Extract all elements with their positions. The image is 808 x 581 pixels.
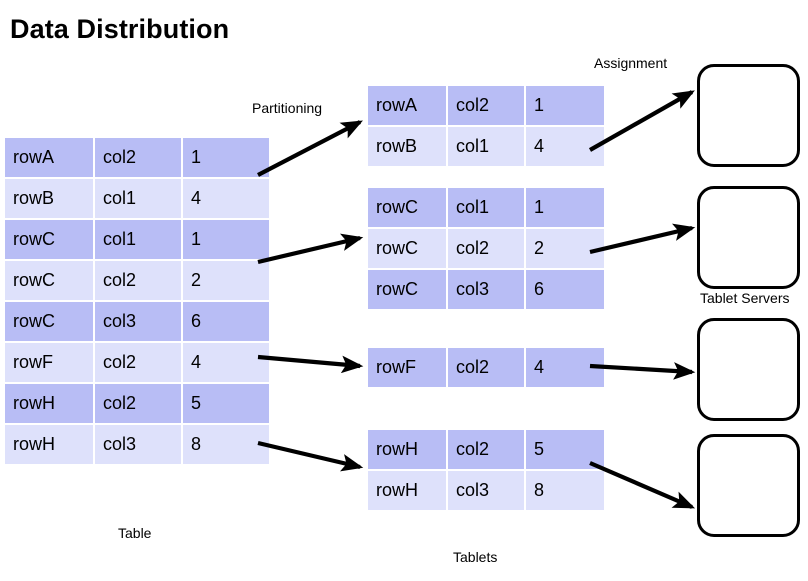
tablet-server-3: [697, 434, 800, 537]
table-row: rowB col1 4: [5, 179, 269, 218]
cell-row-key: rowC: [368, 270, 446, 309]
cell-column: col2: [95, 138, 181, 177]
cell-column: col2: [448, 348, 524, 387]
cell-column: col1: [95, 220, 181, 259]
cell-row-key: rowH: [5, 384, 93, 423]
cell-row-key: rowC: [368, 188, 446, 227]
table-row: rowF col2 4: [5, 343, 269, 382]
cell-value: 1: [526, 188, 604, 227]
cell-column: col3: [448, 270, 524, 309]
cell-value: 6: [526, 270, 604, 309]
cell-column: col3: [448, 471, 524, 510]
cell-column: col2: [448, 229, 524, 268]
table-row: rowA col2 1: [5, 138, 269, 177]
tablet-server-1: [697, 186, 800, 289]
table-row: rowF col2 4: [368, 348, 604, 387]
source-table-body: rowA col2 1 rowB col1 4 rowC col1 1 rowC…: [5, 138, 269, 464]
cell-value: 4: [183, 343, 269, 382]
table-row: rowC col3 6: [5, 302, 269, 341]
cell-value: 1: [183, 138, 269, 177]
partition-arrow-1: [257, 233, 364, 265]
label-table: Table: [118, 525, 152, 541]
cell-column: col2: [448, 86, 524, 125]
cell-row-key: rowF: [368, 348, 446, 387]
tablet-3-body: rowH col2 5 rowH col3 8: [368, 430, 604, 510]
table-row: rowB col1 4: [368, 127, 604, 166]
cell-row-key: rowH: [368, 430, 446, 469]
label-partitioning: Partitioning: [252, 100, 323, 116]
cell-column: col3: [95, 425, 181, 464]
tablet-server-2: [697, 318, 800, 421]
cell-value: 1: [526, 86, 604, 125]
cell-row-key: rowC: [5, 261, 93, 300]
cell-value: 1: [183, 220, 269, 259]
table-row: rowH col2 5: [5, 384, 269, 423]
table-row: rowC col1 1: [5, 220, 269, 259]
cell-row-key: rowB: [368, 127, 446, 166]
table-row: rowH col3 8: [368, 471, 604, 510]
table-row: rowH col2 5: [368, 430, 604, 469]
cell-value: 2: [183, 261, 269, 300]
cell-row-key: rowA: [368, 86, 446, 125]
label-assignment: Assignment: [594, 55, 668, 71]
source-table: rowA col2 1 rowB col1 4 rowC col1 1 rowC…: [3, 136, 271, 466]
cell-column: col1: [95, 179, 181, 218]
cell-column: col2: [95, 261, 181, 300]
tablet-1-body: rowC col1 1 rowC col2 2 rowC col3 6: [368, 188, 604, 309]
cell-value: 4: [526, 348, 604, 387]
cell-row-key: rowF: [5, 343, 93, 382]
cell-value: 4: [183, 179, 269, 218]
cell-row-key: rowC: [5, 302, 93, 341]
tablet-2: rowF col2 4: [366, 346, 606, 389]
cell-column: col1: [448, 188, 524, 227]
table-row: rowC col3 6: [368, 270, 604, 309]
cell-value: 5: [183, 384, 269, 423]
table-row: rowA col2 1: [368, 86, 604, 125]
cell-column: col2: [448, 430, 524, 469]
cell-value: 6: [183, 302, 269, 341]
cell-value: 8: [183, 425, 269, 464]
cell-column: col1: [448, 127, 524, 166]
cell-row-key: rowH: [5, 425, 93, 464]
label-tablets: Tablets: [453, 549, 498, 565]
tablet-server-0: [697, 64, 800, 167]
page-title: Data Distribution: [10, 14, 230, 44]
tablet-0: rowA col2 1 rowB col1 4: [366, 84, 606, 168]
cell-row-key: rowH: [368, 471, 446, 510]
cell-row-key: rowC: [368, 229, 446, 268]
cell-column: col3: [95, 302, 181, 341]
cell-row-key: rowB: [5, 179, 93, 218]
partition-arrow-3: [257, 440, 364, 472]
cell-value: 8: [526, 471, 604, 510]
table-row: rowC col2 2: [368, 229, 604, 268]
cell-row-key: rowA: [5, 138, 93, 177]
table-row: rowC col2 2: [5, 261, 269, 300]
cell-row-key: rowC: [5, 220, 93, 259]
table-row: rowH col3 8: [5, 425, 269, 464]
cell-value: 5: [526, 430, 604, 469]
tablet-2-body: rowF col2 4: [368, 348, 604, 387]
tablet-1: rowC col1 1 rowC col2 2 rowC col3 6: [366, 186, 606, 311]
cell-value: 2: [526, 229, 604, 268]
tablet-3: rowH col2 5 rowH col3 8: [366, 428, 606, 512]
cell-column: col2: [95, 384, 181, 423]
label-tablet-servers: Tablet Servers: [700, 290, 790, 306]
partition-arrow-2: [257, 354, 364, 374]
table-row: rowC col1 1: [368, 188, 604, 227]
partition-arrow-0: [257, 120, 363, 177]
cell-column: col2: [95, 343, 181, 382]
cell-value: 4: [526, 127, 604, 166]
tablet-0-body: rowA col2 1 rowB col1 4: [368, 86, 604, 166]
